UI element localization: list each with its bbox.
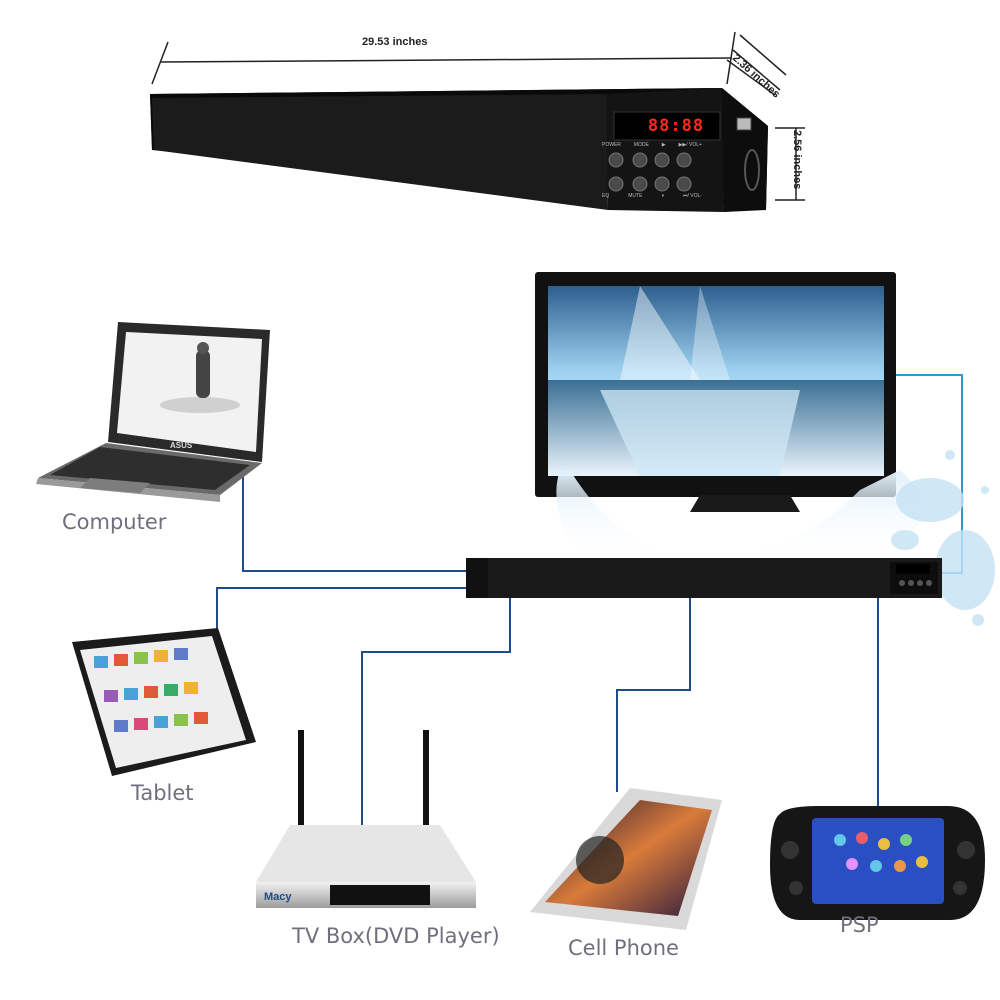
tablet-connector <box>216 587 466 640</box>
play-button-label: ▶ <box>661 142 666 148</box>
soundbar-dimension-figure <box>150 31 805 212</box>
height-dimension-line <box>775 127 805 201</box>
power-button-label: POWER <box>602 142 621 148</box>
water-splash <box>891 450 995 626</box>
connection-diagram: ASUS Macy <box>36 272 995 930</box>
computer-label: Computer <box>62 510 167 534</box>
tvbox-brand: Macy <box>264 891 292 903</box>
mode-button-label: MODE <box>633 142 649 148</box>
height-dimension-label: 2.56 inches <box>791 130 803 190</box>
laptop <box>36 322 270 502</box>
usb-port-icon <box>736 117 752 131</box>
psp <box>770 806 985 920</box>
phone-connector <box>616 598 691 792</box>
tv-box <box>256 730 476 908</box>
laptop-brand: ASUS <box>170 441 193 450</box>
soundbar-small <box>466 558 942 598</box>
length-dimension-label: 29.53 inches <box>362 36 428 48</box>
television <box>535 272 930 570</box>
cell-phone <box>530 788 722 930</box>
soundbar-led-display: 88:88 <box>647 116 705 136</box>
next-vol-up-button-label: ▶▶/ VOL+ <box>678 142 702 148</box>
button-labels-bottom: EQ MUTE ⏸ ⏮/ VOL- <box>602 193 702 199</box>
connector-lines <box>216 470 879 830</box>
tvbox-connector <box>361 598 511 830</box>
button-labels-top: POWER MODE ▶ ▶▶/ VOL+ <box>602 142 702 148</box>
cell-phone-label: Cell Phone <box>568 936 679 960</box>
length-dimension-line <box>151 31 736 85</box>
mute-button-label: MUTE <box>628 193 643 199</box>
computer-connector <box>242 470 466 572</box>
control-buttons <box>608 152 692 192</box>
pause-button-label: ⏸ <box>661 193 664 199</box>
eq-button-label: EQ <box>602 193 610 199</box>
tv-box-label: TV Box(DVD Player) <box>292 924 500 948</box>
prev-vol-down-button-label: ⏮/ VOL- <box>683 193 702 199</box>
depth-dimension-line <box>726 34 787 96</box>
psp-label: PSP <box>840 913 879 937</box>
side-port-icon <box>744 149 760 191</box>
tablet <box>72 628 256 776</box>
tablet-label: Tablet <box>131 781 194 805</box>
